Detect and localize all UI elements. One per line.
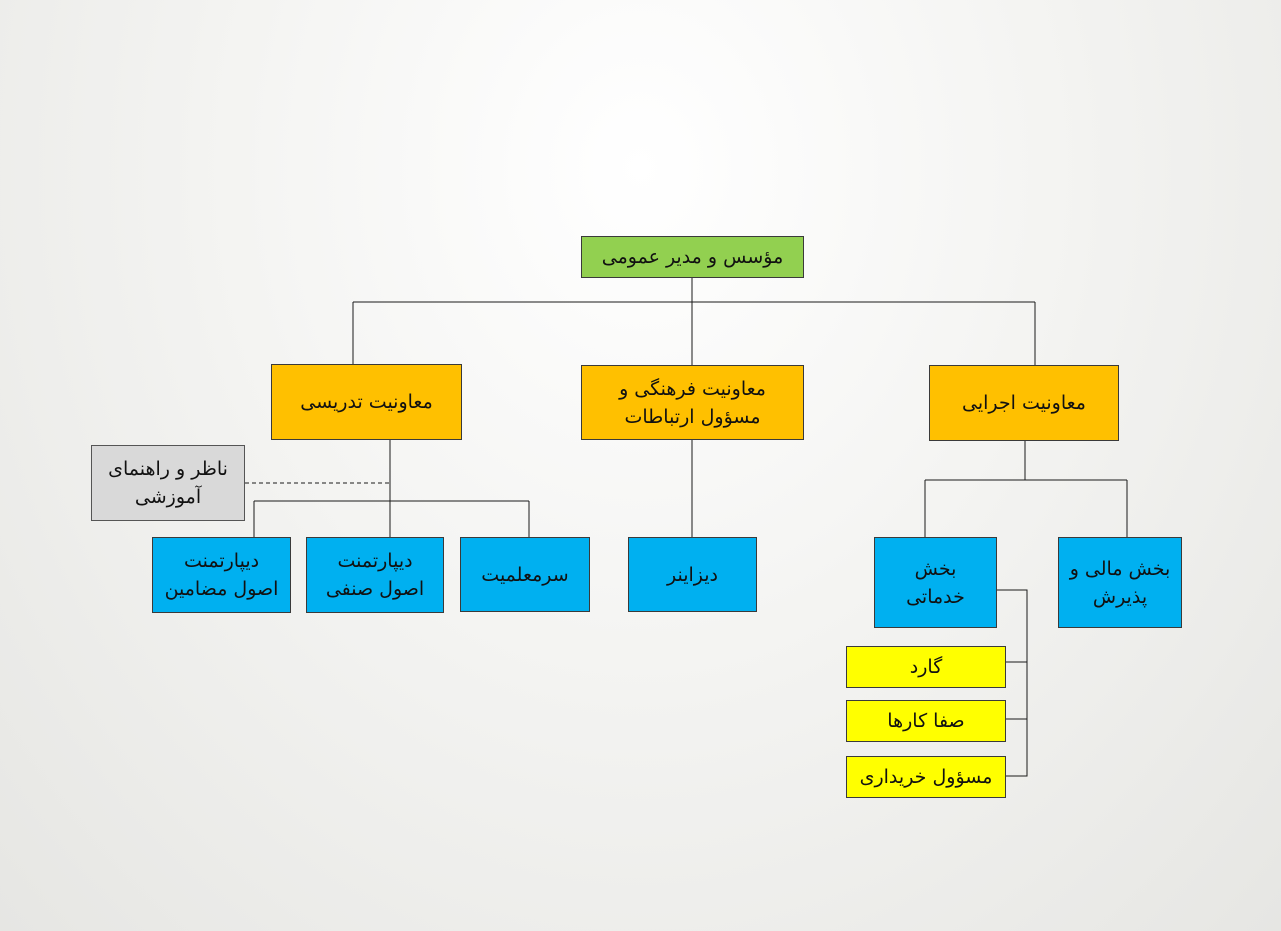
node-deputy-cultural: معاونیت فرهنگی و مسؤول ارتباطات	[581, 365, 804, 440]
node-finance-admission: بخش مالی و پذیرش	[1058, 537, 1182, 628]
connector-services-bracket	[997, 589, 1028, 777]
node-services-section: بخش خدماتی	[874, 537, 997, 628]
node-dept-subject-principles: دیپارتمنت اصول مضامین	[152, 537, 291, 613]
node-deputy-teaching: معاونیت تدریسی	[271, 364, 462, 440]
node-head-teacher: سرمعلمیت	[460, 537, 590, 612]
node-designer: دیزاینر	[628, 537, 757, 612]
node-guard: گارد	[846, 646, 1006, 688]
node-dept-vocational-principles: دیپارتمنت اصول صنفی	[306, 537, 444, 613]
node-founder-general-manager: مؤسس و مدیر عمومی	[581, 236, 804, 278]
node-procurement-officer: مسؤول خریداری	[846, 756, 1006, 798]
node-deputy-executive: معاونیت اجرایی	[929, 365, 1119, 441]
node-educational-advisor: ناظر و راهنمای آموزشی	[91, 445, 245, 521]
node-cleaners: صفا کارها	[846, 700, 1006, 742]
